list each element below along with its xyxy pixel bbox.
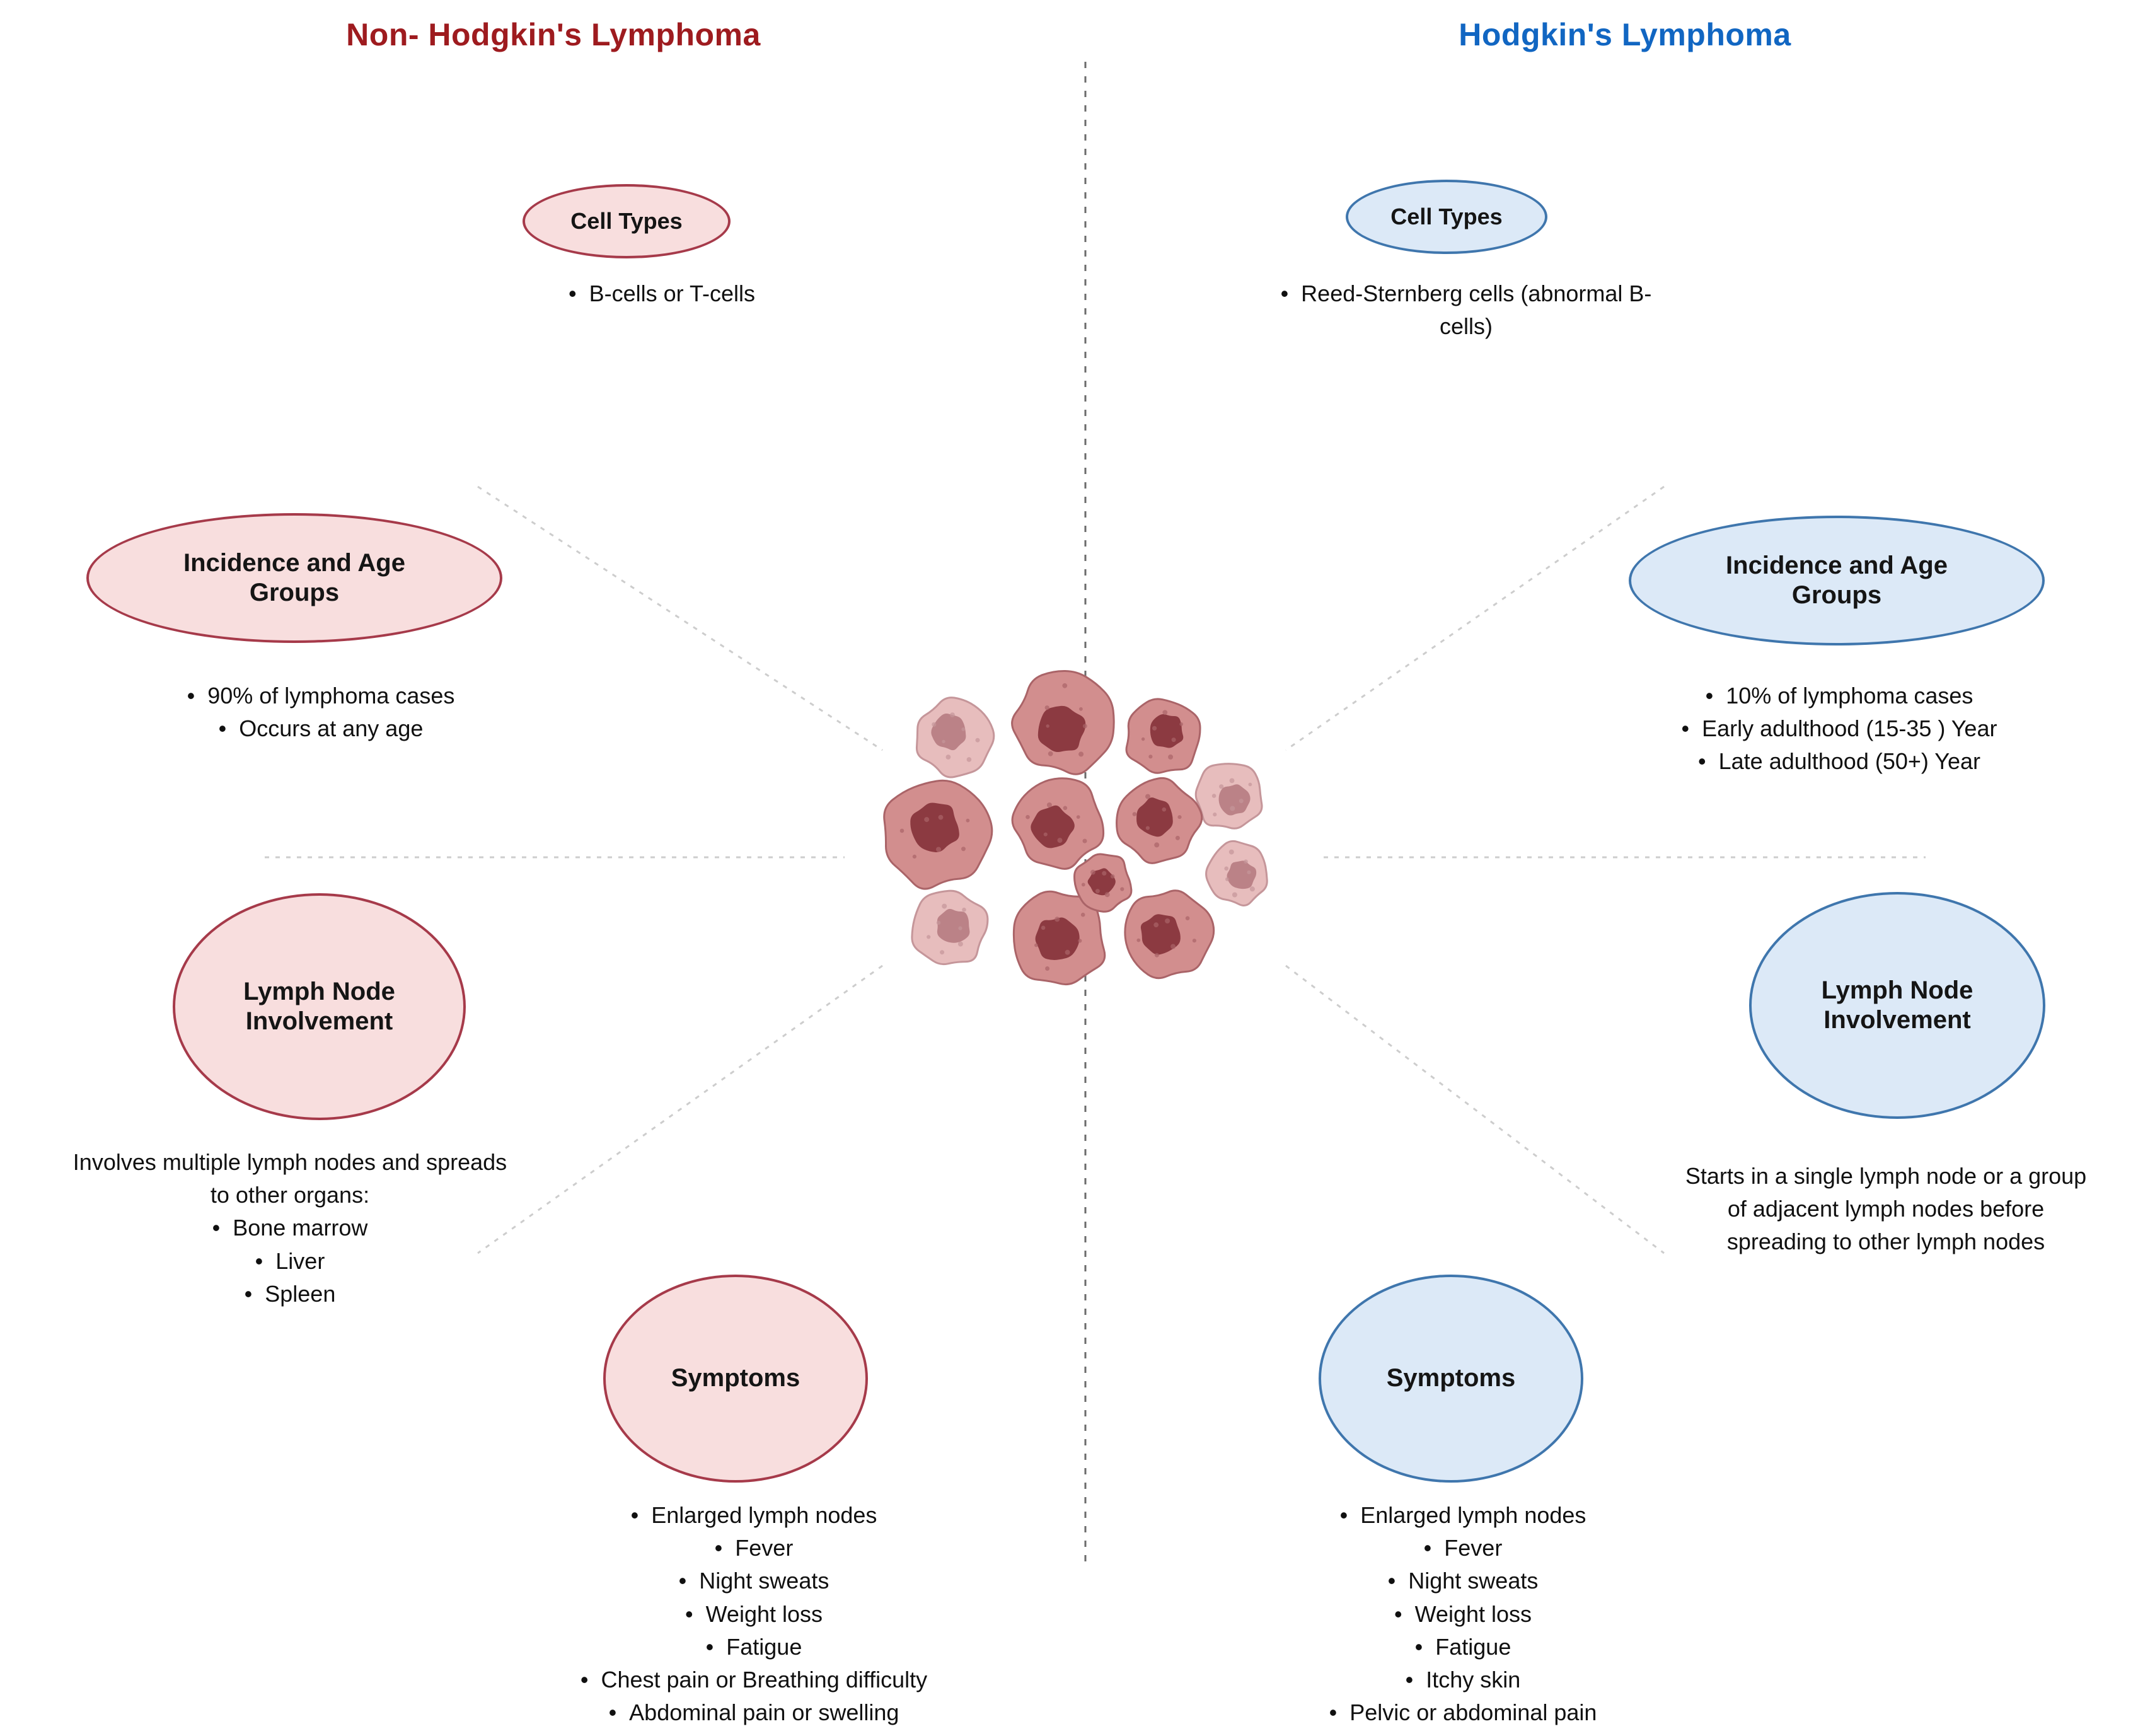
list-item: Early adulthood (15-35 ) Year — [1556, 712, 2123, 745]
node-cell-types-right: Cell Types — [1346, 180, 1547, 254]
node-label: Symptoms — [1386, 1364, 1516, 1392]
lymph-involvement-right-note: Starts in a single lymph node or a group… — [1685, 1163, 2087, 1255]
node-label: Lymph Node Involvement — [1821, 976, 1973, 1034]
cell-types-left-list: B-cells or T-cells — [466, 277, 857, 310]
list-item: 10% of lymphoma cases — [1556, 680, 2123, 712]
node-label: Cell Types — [1390, 203, 1503, 229]
list-item: Liver — [13, 1245, 567, 1278]
list-item: Abdominal pain or swelling — [439, 1696, 1069, 1729]
incidence-right-text: 10% of lymphoma casesEarly adulthood (15… — [1556, 680, 2123, 778]
list-item: Night sweats — [1148, 1565, 1778, 1597]
list-item: Fever — [439, 1532, 1069, 1565]
list-item: Enlarged lymph nodes — [1148, 1499, 1778, 1532]
lymph-involvement-left-list: Bone marrowLiverSpleen — [13, 1212, 567, 1311]
list-item: Night sweats — [439, 1565, 1069, 1597]
list-item: Fatigue — [439, 1631, 1069, 1664]
list-item: Spleen — [13, 1278, 567, 1311]
cell-types-right-text: Reed-Sternberg cells (abnormal B-cells) — [1264, 277, 1668, 343]
incidence-left-list: 90% of lymphoma casesOccurs at any age — [69, 680, 573, 745]
node-label: Incidence and Age Groups — [1726, 551, 1948, 609]
list-item: Reed-Sternberg cells (abnormal B-cells) — [1264, 277, 1668, 343]
title-non-hodgkins: Non- Hodgkin's Lymphoma — [346, 17, 761, 52]
node-incidence-right: Incidence and Age Groups — [1629, 516, 2045, 645]
list-item: Fatigue — [1148, 1631, 1778, 1664]
list-item: B-cells or T-cells — [466, 277, 857, 310]
list-item: Itchy skin — [1148, 1664, 1778, 1696]
symptoms-left-list: Enlarged lymph nodesFeverNight sweatsWei… — [439, 1499, 1069, 1729]
list-item: Fever — [1148, 1532, 1778, 1565]
cell-types-left-text: B-cells or T-cells — [466, 277, 857, 310]
list-item: Weight loss — [439, 1598, 1069, 1631]
list-item: Pelvic or abdominal pain — [1148, 1696, 1778, 1729]
lymph-involvement-left-intro: Involves multiple lymph nodes and spread… — [72, 1149, 507, 1208]
incidence-left-text: 90% of lymphoma casesOccurs at any age — [69, 680, 573, 745]
node-cell-types-left: Cell Types — [523, 184, 731, 258]
incidence-right-list: 10% of lymphoma casesEarly adulthood (15… — [1556, 680, 2123, 778]
list-item: Late adulthood (50+) Year — [1556, 745, 2123, 778]
lower-right-connector — [1285, 964, 1665, 1254]
node-symptoms-right: Symptoms — [1319, 1275, 1583, 1483]
lymphoma-cells-illustration — [883, 669, 1268, 986]
list-item: Occurs at any age — [69, 712, 573, 745]
title-hodgkins: Hodgkin's Lymphoma — [1459, 17, 1791, 52]
node-label: Symptoms — [671, 1364, 800, 1392]
symptoms-right-list: Enlarged lymph nodesFeverNight sweatsWei… — [1148, 1499, 1778, 1729]
symptoms-left-text: Enlarged lymph nodesFeverNight sweatsWei… — [439, 1499, 1069, 1729]
node-label: Incidence and Age Groups — [183, 548, 405, 606]
symptoms-right-text: Enlarged lymph nodesFeverNight sweatsWei… — [1148, 1499, 1778, 1729]
list-item: 90% of lymphoma cases — [69, 680, 573, 712]
lymph-involvement-left-text: Involves multiple lymph nodes and spread… — [13, 1146, 567, 1311]
list-item: Bone marrow — [13, 1212, 567, 1244]
cell-types-right-list: Reed-Sternberg cells (abnormal B-cells) — [1264, 277, 1668, 343]
list-item: Enlarged lymph nodes — [439, 1499, 1069, 1532]
node-incidence-left: Incidence and Age Groups — [86, 513, 502, 643]
list-item: Chest pain or Breathing difficulty — [439, 1664, 1069, 1696]
node-label: Lymph Node Involvement — [243, 977, 395, 1035]
node-lymph-involvement-left: Lymph Node Involvement — [173, 893, 466, 1120]
node-symptoms-left: Symptoms — [603, 1275, 868, 1483]
node-lymph-involvement-right: Lymph Node Involvement — [1749, 892, 2045, 1119]
list-item: Weight loss — [1148, 1598, 1778, 1631]
node-label: Cell Types — [570, 207, 683, 234]
